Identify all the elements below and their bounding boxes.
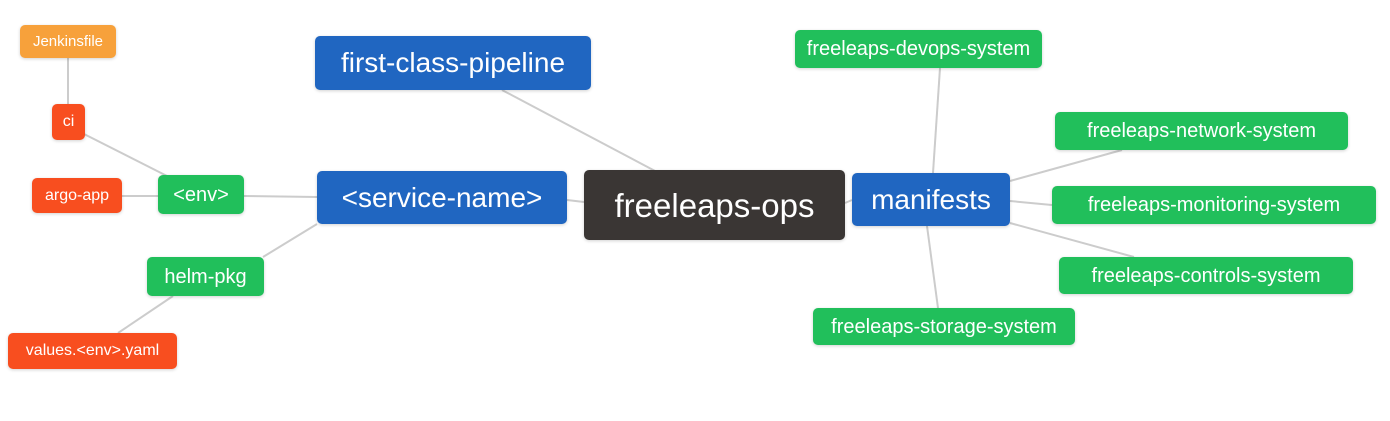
edge-service-name-helm-pkg: [262, 223, 318, 258]
node-first-class-pipeline[interactable]: first-class-pipeline: [315, 36, 591, 90]
node-env[interactable]: <env>: [158, 175, 244, 214]
edge-service-name-freeleaps-ops: [566, 199, 585, 203]
node-controls-system[interactable]: freeleaps-controls-system: [1059, 257, 1353, 294]
node-devops-system[interactable]: freeleaps-devops-system: [795, 30, 1042, 68]
edge-first-class-pipeline-freeleaps-ops: [501, 89, 658, 173]
node-storage-system[interactable]: freeleaps-storage-system: [813, 308, 1075, 345]
edge-manifests-network-system: [1009, 149, 1123, 182]
edge-env-service-name: [243, 195, 318, 198]
edge-manifests-storage-system: [926, 225, 939, 309]
edge-ci-env: [83, 133, 168, 177]
node-argo-app[interactable]: argo-app: [32, 178, 122, 213]
edge-helm-pkg-values-env-yaml: [117, 295, 174, 334]
edge-devops-system-manifests: [932, 67, 941, 174]
node-helm-pkg[interactable]: helm-pkg: [147, 257, 264, 296]
node-service-name[interactable]: <service-name>: [317, 171, 567, 224]
edge-freeleaps-ops-manifests: [844, 199, 853, 204]
node-freeleaps-ops[interactable]: freeleaps-ops: [584, 170, 845, 240]
edge-manifests-controls-system: [1009, 222, 1135, 258]
node-manifests[interactable]: manifests: [852, 173, 1010, 226]
node-ci[interactable]: ci: [52, 104, 85, 140]
edge-manifests-monitoring-system: [1009, 200, 1053, 206]
node-jenkinsfile[interactable]: Jenkinsfile: [20, 25, 116, 58]
node-monitoring-system[interactable]: freeleaps-monitoring-system: [1052, 186, 1376, 224]
node-network-system[interactable]: freeleaps-network-system: [1055, 112, 1348, 150]
node-values-env-yaml[interactable]: values.<env>.yaml: [8, 333, 177, 369]
